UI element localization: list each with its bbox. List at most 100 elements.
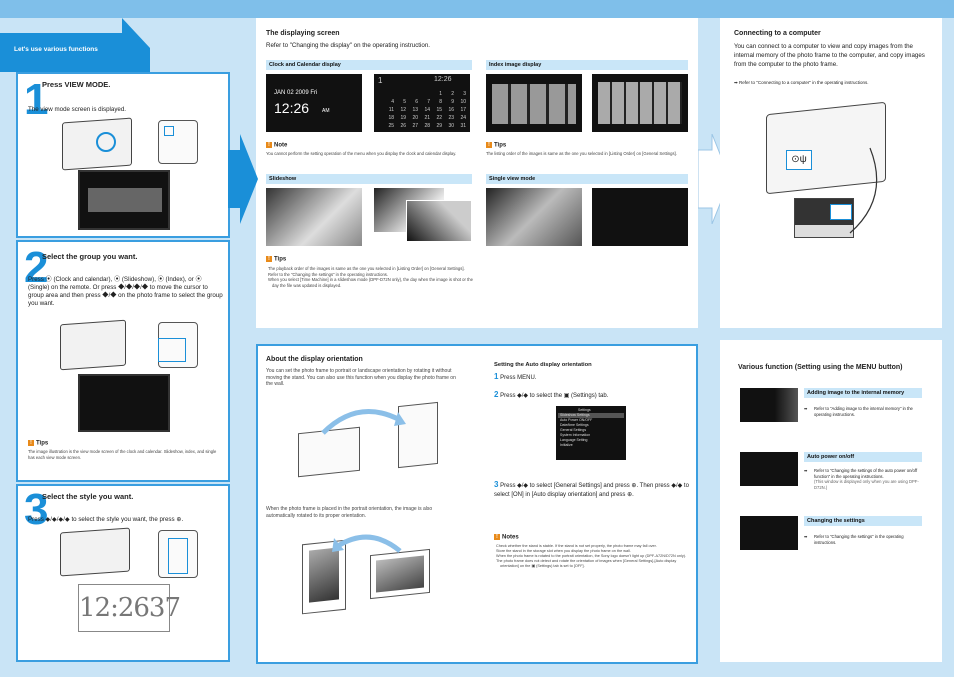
- calendar-day: 9: [451, 99, 454, 105]
- section-title: The displaying screen: [266, 30, 340, 37]
- calendar-day: [394, 90, 406, 98]
- tips-icon: !: [28, 440, 34, 446]
- clock-display: JAN 02 2009 Fri 12:26 AM: [266, 74, 362, 132]
- single-display-1: [486, 188, 582, 246]
- calendar-day: 4: [391, 99, 394, 105]
- calendar-day: 31: [460, 123, 466, 129]
- menu-ref-3: ➡Refer to "Changing the settings" in the…: [804, 534, 904, 545]
- calendar-day: 26: [400, 123, 406, 129]
- step1-panel: 1 Press VIEW MODE. The view mode screen …: [16, 72, 230, 238]
- photo-frame-illustration: [60, 527, 130, 577]
- step1-body: The view mode screen is displayed.: [28, 106, 127, 113]
- notes-label: !Notes: [494, 534, 519, 541]
- step3-body: Press ◆/◆/◆/◆ to select the style you wa…: [28, 516, 184, 523]
- menu-bar-3: Changing the settings: [804, 516, 922, 526]
- calendar-day: 12: [400, 107, 406, 113]
- single-display-2: [592, 188, 688, 246]
- calendar-day: 24: [460, 115, 466, 121]
- step3-panel: 3 Select the style you want. Press ◆/◆/◆…: [16, 484, 230, 662]
- auto-title: Setting the Auto display orientation: [494, 362, 592, 368]
- calendar-day: 1: [439, 91, 442, 97]
- settings-menu-item[interactable]: Auto Power ON/OFF: [560, 418, 593, 422]
- calendar-day: 15: [436, 107, 442, 113]
- tab-label: Let's use various functions: [14, 46, 98, 53]
- view-mode-screen: [78, 170, 170, 230]
- calendar-day: [406, 90, 418, 98]
- usb-cable: [849, 147, 878, 234]
- displaying-screen-panel: The displaying screen Refer to "Changing…: [256, 18, 698, 328]
- orientation-title: About the display orientation: [266, 356, 363, 363]
- clock-digits: 12:2637: [79, 593, 181, 623]
- settings-menu-item[interactable]: Language Setting: [560, 438, 588, 442]
- top-strip: [0, 0, 954, 18]
- menu-functions-panel: Various function (Setting using the MENU…: [720, 340, 942, 662]
- note-icon: !: [266, 142, 272, 148]
- group-screen: [78, 374, 170, 432]
- orientation-body: You can set the photo frame to portrait …: [266, 368, 456, 387]
- slideshow-image-1: [266, 188, 362, 246]
- settings-menu-item[interactable]: Slideshow Settings: [558, 413, 624, 418]
- arrow-icon: ➡: [804, 468, 808, 473]
- settings-menu-item[interactable]: Initialize: [560, 443, 573, 447]
- section-intro: Refer to "Changing the display" on the o…: [266, 42, 430, 49]
- computer-panel: Connecting to a computer You can connect…: [720, 18, 942, 328]
- calendar-day: 14: [424, 107, 430, 113]
- step1-number: 1: [24, 75, 49, 124]
- menu-ref-1: ➡Refer to "Adding image to the internal …: [804, 406, 913, 417]
- single-bar: Single view mode: [486, 174, 688, 184]
- rotate-arrow-icon: [321, 409, 406, 435]
- step3-number: 3: [24, 485, 49, 534]
- notes-icon: !: [494, 534, 500, 540]
- computer-title: Connecting to a computer: [734, 30, 821, 37]
- clock-note: You cannot perform the setting operation…: [266, 151, 457, 156]
- remote-highlight: [168, 538, 188, 574]
- calendar-day: 10: [460, 99, 466, 105]
- calendar-day: 25: [388, 123, 394, 129]
- calendar-day: 20: [412, 115, 418, 121]
- highlight-circle: [96, 132, 116, 152]
- notes-list: Check whether the stand is stable. If th…: [496, 544, 687, 568]
- calendar-day: 3: [463, 91, 466, 97]
- calendar-day: 17: [460, 107, 466, 113]
- calendar-day: 16: [448, 107, 454, 113]
- menu-bar-1: Adding image to the internal memory: [804, 388, 922, 398]
- index-tips-label: !Tips: [486, 142, 506, 149]
- calendar-day: 21: [424, 115, 430, 121]
- tips-icon: !: [486, 142, 492, 148]
- rotate-arrow-icon: [332, 534, 402, 553]
- usb-port-highlight: [830, 204, 852, 220]
- menu-ref-2: ➡Refer to "Changing the settings of the …: [804, 468, 919, 490]
- settings-menu-item[interactable]: Date/time Settings: [560, 423, 589, 427]
- step2-number: 2: [24, 243, 49, 292]
- auto-step1: 1 Press MENU.: [494, 372, 537, 381]
- remote-highlight: [158, 338, 186, 362]
- calendar-day: 29: [436, 123, 442, 129]
- computer-body: You can connect to a computer to view an…: [734, 43, 925, 68]
- menu-screen-1: [740, 388, 798, 422]
- settings-menu-item[interactable]: System Information: [560, 433, 591, 437]
- settings-menu-item[interactable]: General Settings: [560, 428, 587, 432]
- calendar-day: 18: [388, 115, 394, 121]
- arrow-icon: ➡: [804, 534, 808, 539]
- menu-screen-2: [740, 452, 798, 486]
- step2-tips-label: !Tips: [28, 440, 48, 447]
- arrow-icon: ➡: [734, 80, 738, 85]
- calendar-day: 13: [412, 107, 418, 113]
- calendar-day: 5: [403, 99, 406, 105]
- step2-title: Select the group you want.: [42, 252, 138, 261]
- menu-functions-title: Various function (Setting using the MENU…: [738, 364, 903, 371]
- remote-illustration: [158, 322, 198, 368]
- computer-ref: ➡ Refer to "Connecting to a computer" in…: [734, 80, 869, 85]
- step3-title: Select the style you want.: [42, 492, 134, 501]
- auto-step3: 3 Press ◆/◆ to select [General Settings]…: [494, 480, 689, 498]
- remote-highlight: [164, 126, 174, 136]
- clock-style-sample: 12:2637: [78, 584, 181, 632]
- calendar-day: [418, 90, 430, 98]
- arrow-icon: ➡: [804, 406, 808, 411]
- slideshow-tips-list: The playback order of the images is same…: [268, 266, 473, 288]
